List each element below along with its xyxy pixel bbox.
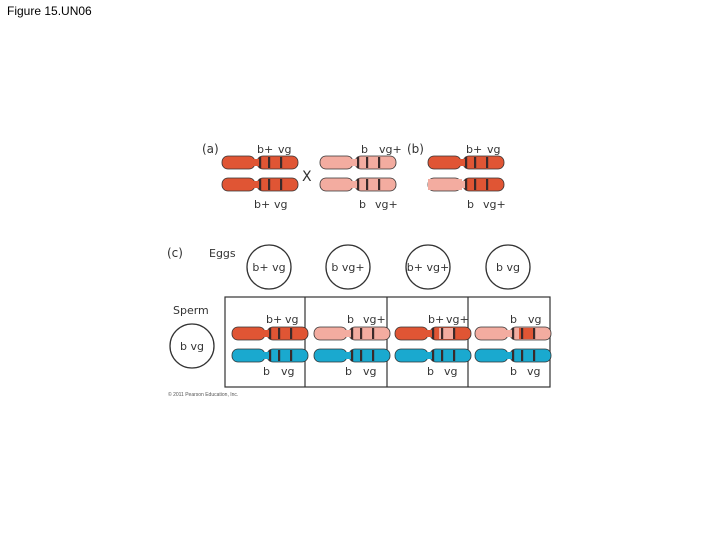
chromosome-b-bottom bbox=[427, 177, 505, 192]
chromosome-offspring-2-bottom bbox=[313, 348, 391, 363]
offspring-4-labels: b vg b vg bbox=[510, 313, 542, 378]
chromosome-b-top bbox=[427, 155, 505, 170]
chromosome-offspring-3-top bbox=[394, 326, 472, 341]
chromosome-a-parent2-top bbox=[319, 155, 397, 170]
svg-text:vg: vg bbox=[281, 365, 295, 378]
part-a-parent1-top-label: b+ vg bbox=[257, 143, 292, 156]
sperm-circle bbox=[169, 323, 215, 369]
svg-text:b: b bbox=[347, 313, 354, 326]
svg-text:vg: vg bbox=[444, 365, 458, 378]
egg-circle bbox=[246, 244, 292, 290]
egg-circle bbox=[325, 244, 371, 290]
chromosome-offspring-4-top bbox=[474, 326, 552, 341]
svg-text:b+: b+ bbox=[266, 313, 282, 326]
part-c-label: (c) bbox=[167, 246, 183, 260]
svg-text:b+: b+ bbox=[257, 143, 273, 156]
egg-genotype: b+ vg+ bbox=[407, 261, 449, 274]
chromosome-a-parent1-top bbox=[221, 155, 299, 170]
egg-circle bbox=[405, 244, 451, 290]
part-a-label: (a) bbox=[202, 142, 219, 156]
offspring-1-labels: b+ vg b vg bbox=[263, 313, 299, 378]
svg-text:b: b bbox=[361, 143, 368, 156]
svg-text:b+: b+ bbox=[466, 143, 482, 156]
eggs-label: Eggs bbox=[209, 247, 236, 260]
part-a-parent2-bottom-label: b vg+ bbox=[359, 198, 398, 211]
svg-text:vg: vg bbox=[487, 143, 501, 156]
svg-text:b: b bbox=[427, 365, 434, 378]
egg-genotype: b vg bbox=[496, 261, 520, 274]
chromosome-a-parent1-bottom bbox=[221, 177, 299, 192]
svg-text:vg+: vg+ bbox=[363, 313, 386, 326]
svg-text:vg: vg bbox=[285, 313, 299, 326]
part-a-parent2-top-label: b vg+ bbox=[361, 143, 402, 156]
svg-text:vg+: vg+ bbox=[483, 198, 506, 211]
svg-text:b: b bbox=[510, 365, 517, 378]
offspring-3-labels: b+ vg+ b vg bbox=[427, 313, 469, 378]
svg-text:vg: vg bbox=[278, 143, 292, 156]
copyright-text: © 2011 Pearson Education, Inc. bbox=[168, 392, 239, 398]
svg-text:b+: b+ bbox=[428, 313, 444, 326]
svg-text:b+: b+ bbox=[254, 198, 270, 211]
svg-text:vg+: vg+ bbox=[379, 143, 402, 156]
svg-text:b: b bbox=[510, 313, 517, 326]
part-a-parent1-bottom-label: b+ vg bbox=[254, 198, 288, 211]
chromosome-offspring-1-top bbox=[231, 326, 309, 341]
sperm-label: Sperm bbox=[173, 304, 209, 317]
egg-circle bbox=[485, 244, 531, 290]
chromosome-offspring-2-top bbox=[313, 326, 391, 341]
slide-title: Figure 15.UN06 bbox=[7, 4, 92, 18]
chromosome-offspring-1-bottom bbox=[231, 348, 309, 363]
svg-text:b: b bbox=[345, 365, 352, 378]
sperm-genotype: b vg bbox=[180, 340, 204, 353]
part-b-label: (b) bbox=[407, 142, 424, 156]
egg-genotype: b vg+ bbox=[331, 261, 364, 274]
egg-genotype: b+ vg bbox=[252, 261, 285, 274]
svg-text:vg: vg bbox=[528, 313, 542, 326]
offspring-2-labels: b vg+ b vg bbox=[345, 313, 386, 378]
svg-text:b: b bbox=[263, 365, 270, 378]
chromosome-offspring-4-bottom bbox=[474, 348, 552, 363]
chromosomes bbox=[221, 155, 552, 363]
part-b-top-label: b+ vg bbox=[466, 143, 501, 156]
svg-text:vg+: vg+ bbox=[446, 313, 469, 326]
svg-text:vg: vg bbox=[363, 365, 377, 378]
svg-text:b: b bbox=[467, 198, 474, 211]
svg-text:vg: vg bbox=[527, 365, 541, 378]
chromosome-a-parent2-bottom bbox=[319, 177, 397, 192]
cross-symbol: X bbox=[302, 169, 312, 185]
part-b-bottom-label: b vg+ bbox=[467, 198, 506, 211]
svg-text:vg+: vg+ bbox=[375, 198, 398, 211]
svg-text:b: b bbox=[359, 198, 366, 211]
svg-text:vg: vg bbox=[274, 198, 288, 211]
chromosome-offspring-3-bottom bbox=[394, 348, 472, 363]
